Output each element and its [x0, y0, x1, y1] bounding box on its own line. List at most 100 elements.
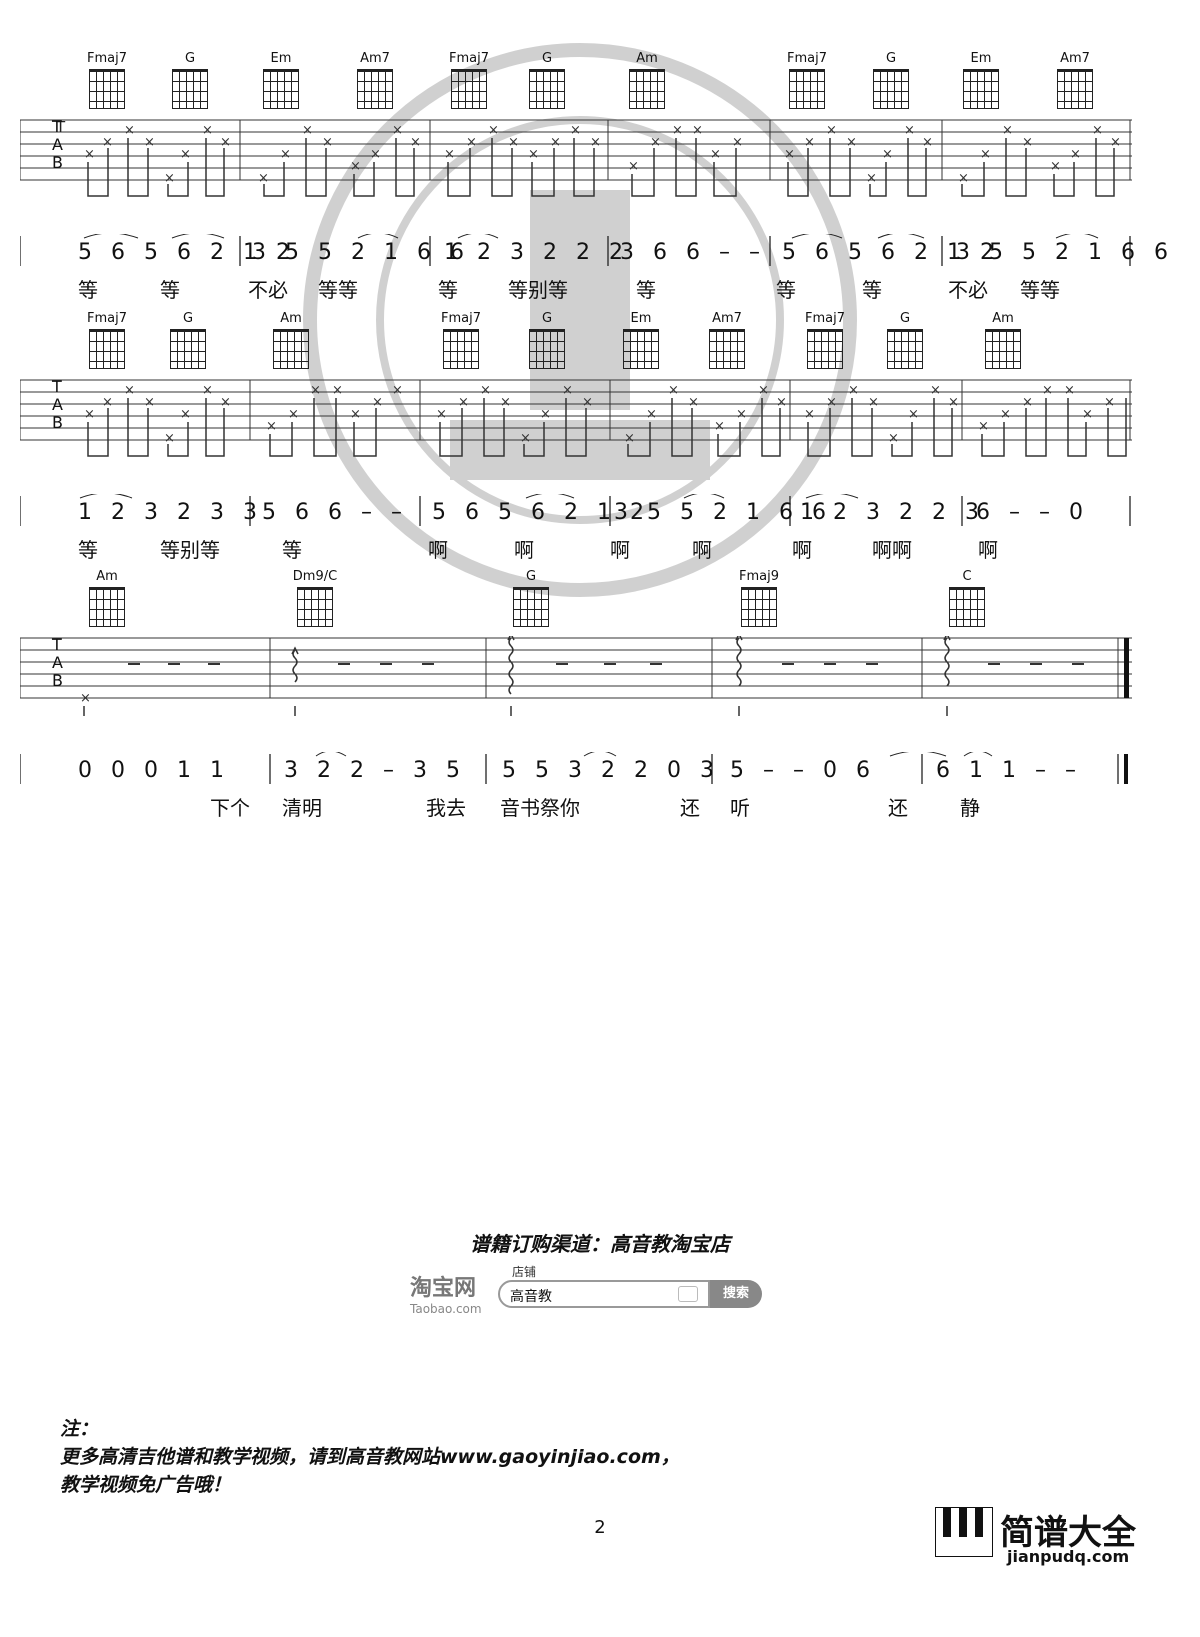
svg-text:×: × — [826, 123, 837, 138]
notes-measure-5: 6 1 1 – – — [936, 758, 1082, 783]
svg-text:×: × — [948, 395, 959, 410]
svg-text:×: × — [904, 123, 915, 138]
camera-icon[interactable] — [678, 1286, 698, 1302]
svg-text:×: × — [804, 407, 815, 422]
lyric: 等 — [78, 278, 98, 302]
svg-text:×: × — [220, 395, 231, 410]
lyric: 不必 — [948, 278, 988, 302]
chord-diagram: Fmaj7 — [782, 52, 832, 109]
footnote-line: 教学视频免广告哦！ — [60, 1474, 232, 1496]
chord-diagram: G — [522, 312, 572, 369]
lyric: 啊 — [792, 538, 812, 562]
lyric: 还 — [888, 796, 908, 820]
lyric: 等等 — [318, 278, 358, 302]
svg-text:×: × — [488, 123, 499, 138]
svg-text:×: × — [804, 135, 815, 150]
svg-text:×: × — [84, 407, 95, 422]
svg-text:×: × — [732, 135, 743, 150]
svg-text:×: × — [310, 383, 321, 398]
lyric: 啊 — [514, 538, 534, 562]
svg-text:×: × — [444, 147, 455, 162]
svg-text:×: × — [550, 135, 561, 150]
lyric: 等 — [862, 278, 882, 302]
svg-text:×: × — [144, 395, 155, 410]
search-input[interactable]: 高音教 — [498, 1280, 710, 1308]
chord-diagram: Em — [256, 52, 306, 109]
chord-diagram: G — [165, 52, 215, 109]
chord-diagram: Dm9/C — [290, 570, 340, 627]
svg-text:×: × — [332, 383, 343, 398]
notes-measure-1: 1 2 3 2 3 3 — [78, 500, 263, 525]
svg-text:×: × — [164, 171, 175, 186]
brand-logo: 简谱大全 jianpudq.com — [935, 1505, 1175, 1566]
svg-text:×: × — [1104, 395, 1115, 410]
notes-measure-1: 0 0 0 1 1 — [78, 758, 230, 783]
tab-staff: ××× ××× ×× ××× ××× ×× ××× ××× ×× ××× ×××… — [20, 118, 1132, 198]
svg-text:×: × — [466, 135, 477, 150]
search-button[interactable]: 搜索 — [710, 1280, 762, 1308]
svg-text:×: × — [628, 159, 639, 174]
notes-measure-2: 3 5 5 2 1 6 6 — [252, 240, 470, 265]
svg-text:×: × — [776, 395, 787, 410]
chord-diagram: G — [866, 52, 916, 109]
svg-text:×: × — [480, 383, 491, 398]
svg-text:×: × — [846, 135, 857, 150]
notes-measure-1: 5 6 5 6 2 1 2 — [78, 240, 296, 265]
lyric: 等 — [776, 278, 796, 302]
svg-text:×: × — [736, 407, 747, 422]
svg-text:×: × — [392, 383, 403, 398]
svg-text:×: × — [144, 135, 155, 150]
svg-text:×: × — [164, 431, 175, 446]
svg-text:×: × — [978, 419, 989, 434]
svg-text:×: × — [1070, 147, 1081, 162]
svg-text:×: × — [202, 383, 213, 398]
svg-text:×: × — [220, 135, 231, 150]
lyric: 等 — [160, 278, 180, 302]
svg-text:×: × — [1022, 395, 1033, 410]
svg-text:×: × — [646, 407, 657, 422]
brand-url: jianpudq.com — [1007, 1547, 1130, 1566]
chord-diagram: Em — [616, 312, 666, 369]
lyric: 等 — [438, 278, 458, 302]
svg-text:×: × — [410, 135, 421, 150]
svg-text:×: × — [528, 147, 539, 162]
svg-text:×: × — [350, 159, 361, 174]
lyric: 静 — [960, 796, 980, 820]
lyric: 等 — [636, 278, 656, 302]
svg-text:×: × — [372, 395, 383, 410]
tab-staff: ××× ××× ×× ××× ××× × ××× ××× ×× ××× ××× … — [20, 378, 1132, 458]
svg-text:×: × — [1064, 383, 1075, 398]
svg-text:×: × — [882, 147, 893, 162]
svg-text:×: × — [80, 691, 91, 706]
notes-measure-4: 3 6 6 – – — [620, 240, 766, 265]
lyric: 啊啊 — [872, 538, 912, 562]
svg-text:×: × — [458, 395, 469, 410]
chord-diagram: Am7 — [1050, 52, 1100, 109]
chord-diagram: C — [942, 570, 992, 627]
jianpu-row: 5 6 5 6 2 1 2 3 5 5 2 1 6 6 1 2 3 2 2 2 … — [20, 234, 1168, 274]
chord-diagram: Am7 — [702, 312, 752, 369]
lyric: 下个 — [210, 796, 250, 820]
svg-text:×: × — [650, 135, 661, 150]
svg-text:×: × — [322, 135, 333, 150]
svg-text:×: × — [180, 147, 191, 162]
taobao-logo[interactable]: 淘宝网 Taobao.com — [410, 1276, 482, 1316]
lyric: 啊 — [428, 538, 448, 562]
svg-text:×: × — [1110, 135, 1121, 150]
svg-text:×: × — [500, 395, 511, 410]
chord-diagram: Am7 — [350, 52, 400, 109]
lyric: 等等 — [1020, 278, 1060, 302]
chord-diagram: Em — [956, 52, 1006, 109]
notes-measure-2: 5 6 6 – – — [262, 500, 408, 525]
svg-text:×: × — [848, 383, 859, 398]
lyric: 不必 — [248, 278, 288, 302]
svg-text:×: × — [1022, 135, 1033, 150]
lyrics-row: 等 等 不必 等等 等 等别等 等 等 等 不必 等等 — [20, 274, 1132, 302]
svg-text:×: × — [370, 147, 381, 162]
lyric: 等 — [78, 538, 98, 562]
svg-text:×: × — [102, 395, 113, 410]
svg-text:×: × — [826, 395, 837, 410]
